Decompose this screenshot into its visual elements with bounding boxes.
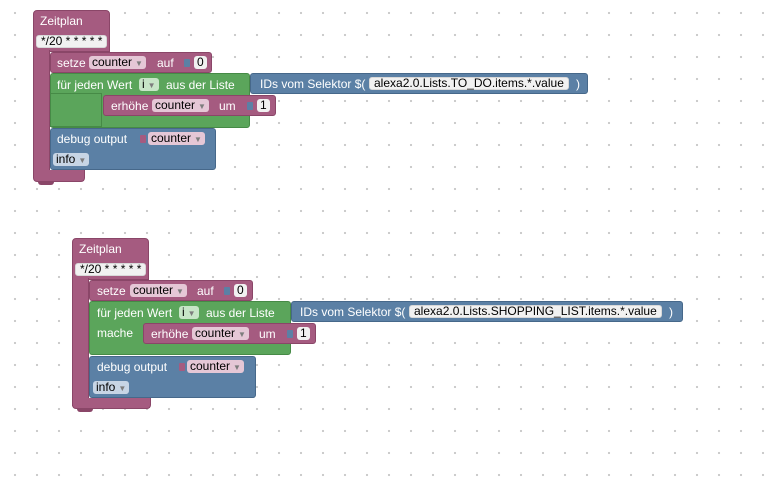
selector-value-field[interactable]: alexa2.0.Lists.SHOPPING_LIST.items.*.val… [409, 305, 662, 318]
debug-label: debug output [97, 360, 168, 374]
from-list-label: aus der Liste [206, 306, 275, 320]
iter-variable-name: i [142, 77, 145, 91]
increment-label: erhöhe [111, 99, 149, 113]
selector-block[interactable]: IDs vom Selektor $( alexa2.0.Lists.TO_DO… [250, 73, 588, 94]
selector-block[interactable]: IDs vom Selektor $( alexa2.0.Lists.SHOPP… [291, 301, 683, 322]
debug-label: debug output [57, 132, 128, 146]
log-level-value: info [96, 380, 116, 394]
set-variable-dropdown[interactable]: counter▼ [89, 56, 146, 69]
increment-variable-dropdown[interactable]: counter▼ [152, 99, 209, 112]
foreach-label: für jeden Wert [97, 306, 173, 320]
input-connector [140, 135, 146, 143]
chevron-down-icon: ▼ [198, 102, 206, 111]
to-label: auf [157, 56, 174, 70]
input-connector [184, 59, 190, 67]
foreach-label: für jeden Wert [57, 78, 133, 92]
schedule-block[interactable]: Zeitplan */20 * * * * * [33, 10, 110, 52]
from-list-label: aus der Liste [166, 78, 235, 92]
increment-block[interactable]: erhöhe counter▼ um 1 [103, 95, 276, 116]
step-value-field[interactable]: 1 [297, 327, 310, 340]
input-connector [224, 287, 230, 295]
debug-variable-dropdown[interactable]: counter▼ [187, 360, 244, 373]
chevron-down-icon: ▼ [135, 59, 143, 68]
set-variable-name: counter [133, 283, 174, 297]
chevron-down-icon: ▼ [147, 81, 156, 90]
increment-variable-dropdown[interactable]: counter▼ [192, 327, 249, 340]
increment-block[interactable]: erhöhe counter▼ um 1 [143, 323, 316, 344]
increment-variable-name: counter [155, 98, 196, 112]
set-variable-block[interactable]: setze counter▼ auf 0 [50, 52, 212, 73]
debug-output-block[interactable]: debug output counter▼ info▼ [89, 356, 256, 398]
schedule-block[interactable]: Zeitplan */20 * * * * * [72, 238, 149, 280]
do-label: mache [97, 326, 134, 340]
log-level-value: info [56, 152, 76, 166]
schedule-block-foot [72, 398, 151, 409]
set-variable-block[interactable]: setze counter▼ auf 0 [89, 280, 253, 301]
selector-value-field[interactable]: alexa2.0.Lists.TO_DO.items.*.value [369, 77, 569, 90]
increment-variable-name: counter [195, 326, 236, 340]
foreach-block-spine [50, 93, 102, 127]
chevron-down-icon: ▼ [78, 156, 87, 165]
chevron-down-icon: ▼ [194, 135, 202, 144]
schedule-title: Zeitplan [79, 242, 122, 256]
log-level-dropdown[interactable]: info▼ [93, 380, 130, 394]
cron-field[interactable]: */20 * * * * * [75, 263, 147, 276]
selector-suffix: ) [576, 77, 580, 91]
by-label: um [259, 327, 276, 341]
set-label: setze [57, 56, 86, 70]
by-label: um [219, 99, 236, 113]
debug-variable-name: counter [190, 359, 231, 373]
chevron-down-icon: ▼ [238, 330, 246, 339]
chevron-down-icon: ▼ [118, 384, 127, 393]
log-level-dropdown[interactable]: info▼ [53, 152, 90, 166]
input-connector [247, 102, 253, 110]
debug-output-block[interactable]: debug output counter▼ info▼ [50, 128, 216, 170]
selector-prefix: IDs vom Selektor $( [260, 77, 366, 91]
iter-variable-dropdown[interactable]: i▼ [179, 306, 199, 319]
schedule-title: Zeitplan [40, 14, 83, 28]
chevron-down-icon: ▼ [176, 287, 184, 296]
chevron-down-icon: ▼ [187, 309, 196, 318]
schedule-block-notch [38, 181, 54, 185]
debug-variable-dropdown[interactable]: counter▼ [148, 132, 205, 145]
selector-prefix: IDs vom Selektor $( [300, 305, 406, 319]
init-value-field[interactable]: 0 [234, 284, 247, 297]
schedule-block-notch [77, 408, 93, 412]
iter-variable-dropdown[interactable]: i▼ [139, 78, 159, 91]
chevron-down-icon: ▼ [233, 363, 241, 372]
schedule-block-spine [72, 278, 89, 406]
step-value-field[interactable]: 1 [257, 99, 270, 112]
iter-variable-name: i [182, 305, 185, 319]
increment-label: erhöhe [151, 327, 189, 341]
set-variable-name: counter [92, 55, 133, 69]
debug-variable-name: counter [151, 131, 192, 145]
schedule-block-spine [33, 50, 50, 178]
input-connector [179, 363, 185, 371]
set-label: setze [97, 284, 126, 298]
to-label: auf [197, 284, 214, 298]
init-value-field[interactable]: 0 [194, 56, 207, 69]
schedule-block-foot [33, 170, 85, 182]
set-variable-dropdown[interactable]: counter▼ [130, 284, 187, 297]
cron-field[interactable]: */20 * * * * * [36, 35, 108, 48]
input-connector [287, 330, 293, 338]
selector-suffix: ) [669, 305, 673, 319]
